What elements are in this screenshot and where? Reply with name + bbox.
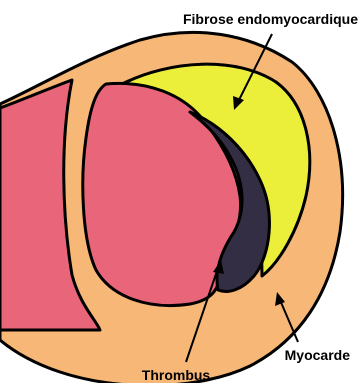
label-myocardium: Myocarde [285,347,351,363]
label-fibrosis: Fibrose endomyocardique [183,11,358,27]
label-thrombus: Thrombus [142,367,211,383]
